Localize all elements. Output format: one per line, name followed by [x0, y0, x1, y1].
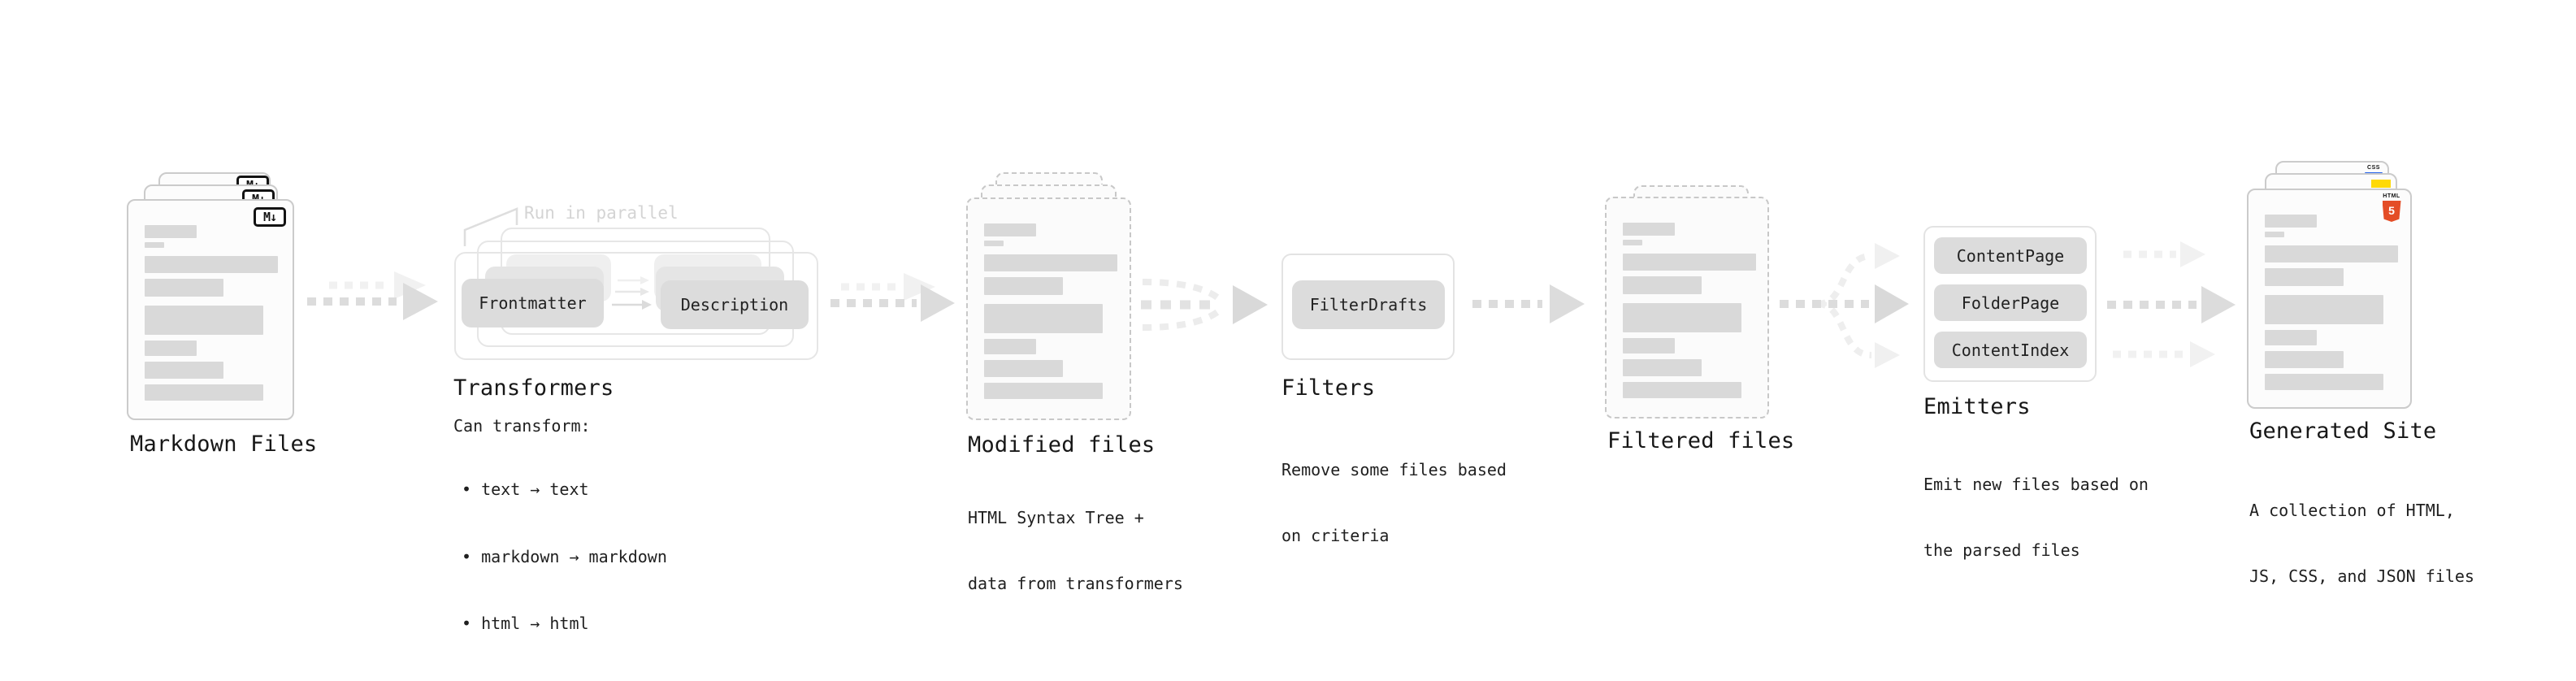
text-bar	[2265, 245, 2398, 262]
text-bar	[984, 360, 1063, 377]
transformers-bullet-list: • text → text • markdown → markdown • ht…	[462, 434, 667, 680]
text-bar	[984, 304, 1103, 333]
emitters-caption: Emitters	[1923, 394, 2031, 419]
markdown-file-card: M↓	[127, 199, 294, 420]
transform-bullet: • html → html	[462, 614, 589, 633]
contentindex-button: ContentIndex	[1934, 332, 2087, 368]
filtered-files-caption: Filtered files	[1607, 428, 1795, 453]
text-bar	[145, 306, 263, 335]
text-bar	[1623, 223, 1675, 236]
transformer-flow-arrows	[612, 276, 652, 310]
text-bar	[145, 384, 263, 401]
html5-icon-shield: 5	[2382, 201, 2401, 222]
text-bar	[1623, 276, 1702, 294]
text-bar	[984, 383, 1103, 399]
text-bar	[2265, 374, 2383, 390]
text-bar	[1623, 359, 1702, 376]
text-bar	[145, 225, 197, 238]
text-bar	[2265, 215, 2317, 228]
transformers-outline-front	[454, 252, 818, 360]
markdown-icon: M↓	[254, 207, 286, 227]
text-bar	[2265, 268, 2344, 286]
transform-bullet: • markdown → markdown	[462, 546, 667, 566]
generated-site-caption: Generated Site	[2249, 419, 2437, 444]
text-bar	[1623, 254, 1756, 271]
arrow-filtered-to-emitters	[1780, 243, 1909, 368]
transform-bullet: • text → text	[462, 479, 589, 499]
filtered-file-card	[1605, 197, 1769, 419]
subtitle-line: A collection of HTML,	[2249, 501, 2455, 520]
frontmatter-button: Frontmatter	[462, 279, 604, 327]
markdown-files-caption: Markdown Files	[130, 432, 318, 457]
arrow-modified-to-filters	[1141, 279, 1268, 331]
text-bar	[1623, 240, 1642, 245]
generated-site-subtitle: A collection of HTML, JS, CSS, and JSON …	[2249, 456, 2474, 631]
transformers-subtitle: Can transform:	[453, 416, 591, 436]
text-bar	[145, 256, 278, 273]
text-bar	[2265, 330, 2317, 345]
arrow-emitters-to-generated	[2107, 241, 2236, 367]
text-bar	[2265, 295, 2383, 324]
arrow-transformers-to-modified	[830, 273, 955, 322]
text-bar	[145, 340, 197, 356]
arrow-filters-to-filtered	[1472, 284, 1585, 323]
subtitle-line: data from transformers	[968, 574, 1183, 593]
run-in-parallel-label: Run in parallel	[524, 203, 679, 223]
text-bar	[1623, 338, 1675, 354]
generated-card: HTML 5	[2247, 189, 2412, 409]
text-bar	[145, 362, 223, 379]
filterdrafts-button: FilterDrafts	[1292, 280, 1445, 329]
emitters-subtitle: Emit new files based on the parsed files	[1923, 430, 2149, 605]
css-icon-label: CSS	[2367, 165, 2380, 171]
subtitle-line: on criteria	[1281, 526, 1390, 545]
filters-subtitle: Remove some files based on criteria	[1281, 415, 1507, 591]
folderpage-button: FolderPage	[1934, 284, 2087, 321]
subtitle-line: JS, CSS, and JSON files	[2249, 566, 2474, 586]
subtitle-line: Remove some files based	[1281, 460, 1507, 479]
text-bar	[984, 339, 1036, 354]
text-bar	[145, 242, 164, 248]
text-bar	[984, 277, 1063, 295]
arrow-markdown-to-transformers	[307, 271, 438, 320]
description-button: Description	[661, 280, 809, 329]
text-bar	[2265, 232, 2284, 237]
text-bar	[145, 279, 223, 297]
subtitle-line: the parsed files	[1923, 540, 2080, 560]
js-icon	[2371, 180, 2391, 188]
modified-files-subtitle: HTML Syntax Tree + data from transformer…	[968, 463, 1183, 639]
html5-icon: HTML 5	[2381, 193, 2402, 222]
text-bar	[984, 223, 1036, 236]
html5-icon-label: HTML	[2383, 193, 2400, 199]
run-in-parallel-leader-line	[463, 207, 518, 246]
text-bar	[984, 254, 1117, 271]
text-bar	[1623, 303, 1741, 332]
transformers-caption: Transformers	[453, 375, 614, 401]
modified-file-card	[966, 197, 1131, 420]
text-bar	[2265, 351, 2344, 368]
text-bar	[1623, 382, 1741, 398]
subtitle-line: Emit new files based on	[1923, 475, 2149, 494]
filters-caption: Filters	[1281, 375, 1376, 401]
subtitle-line: HTML Syntax Tree +	[968, 508, 1144, 527]
text-bar	[984, 241, 1004, 246]
contentpage-button: ContentPage	[1934, 237, 2087, 274]
modified-files-caption: Modified files	[968, 432, 1156, 458]
